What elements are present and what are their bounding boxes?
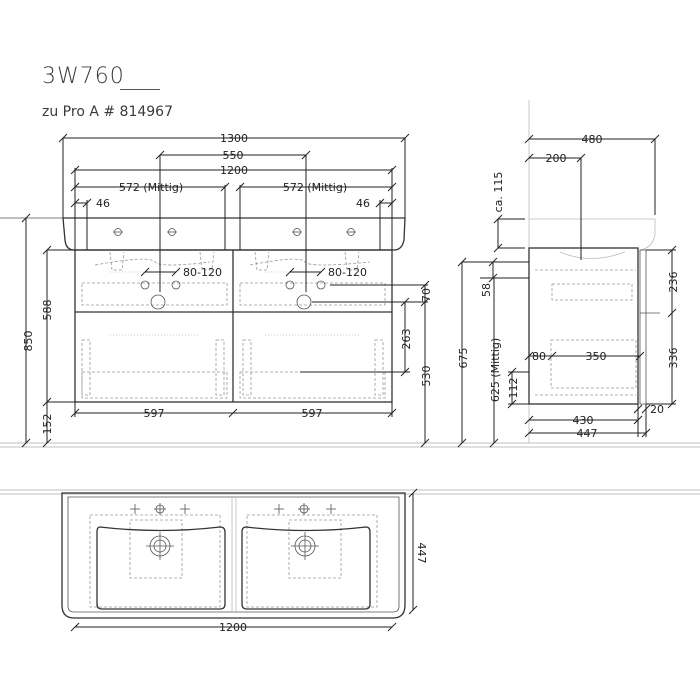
dim-side-height: 675 [457,348,470,369]
model-underline [120,89,160,90]
dim-cabinet-depth: 447 [577,427,598,440]
dim-top-depth: 447 [415,543,428,564]
floor-line [0,442,700,448]
right-tap-icons [274,503,336,515]
dim-drain-center: 625 (Mittig) [489,338,502,402]
dim-drain-height: 530 [420,366,433,387]
dim-bottom-offset: 112 [507,378,520,399]
dim-tap-spacing: 550 [223,149,244,162]
dim-total-height: 850 [22,331,35,352]
left-tap-icons [130,503,190,515]
dim-tap-depth: 200 [546,152,567,165]
dim-drawer-height: 263 [400,329,413,350]
dim-front-thickness: 20 [650,403,664,416]
tap-hole-icons [113,228,356,236]
dim-depth-total: 480 [582,133,603,146]
model-number: 3W760 [42,64,125,89]
side-view: 480 200 ca. 115 58 625 (Mittig) 112 80 3… [462,100,680,448]
dim-right-drain-range: 80-120 [328,266,367,279]
dim-left-edge: 46 [96,197,110,210]
reference-number: zu Pro A # 814967 [42,104,173,120]
dim-body-depth: 430 [573,414,594,427]
dim-floor-clearance: 152 [41,414,54,435]
vanity-cabinet-front [74,249,393,403]
dim-overall-width: 1300 [220,132,248,145]
dim-basin-thickness: ca. 115 [492,172,505,213]
dim-upper-drawer: 236 [667,272,680,293]
dim-inner-depth: 350 [586,350,607,363]
dim-top-width: 1200 [219,621,247,634]
dim-upper-gap: 58 [480,283,493,297]
dim-left-drain-range: 80-120 [183,266,222,279]
dim-lower-drawer: 336 [667,348,680,369]
washbasin-side [529,218,656,251]
dim-right-cabinet-width: 597 [302,407,323,420]
right-drain-icon [291,532,319,560]
washbasin-top [61,492,406,619]
top-view: 1200 447 [0,488,700,634]
right-basin-bowl [241,526,371,610]
dim-basin-width: 1200 [220,164,248,177]
dim-drain-offset: 70 [420,288,433,302]
washbasin-front [62,217,406,251]
left-drain-icon [146,532,174,560]
left-basin-bowl [96,526,226,610]
front-view: 1300 550 1200 572 (Mittig) 572 (Mittig) … [0,132,700,448]
dim-right-center: 572 (Mittig) [283,181,347,194]
dim-left-cabinet-width: 597 [144,407,165,420]
dim-front-offset: 80 [532,350,546,363]
dim-cabinet-height: 588 [41,300,54,321]
dim-left-center: 572 (Mittig) [119,181,183,194]
dim-right-edge: 46 [356,197,370,210]
vanity-cabinet-side [528,247,639,405]
